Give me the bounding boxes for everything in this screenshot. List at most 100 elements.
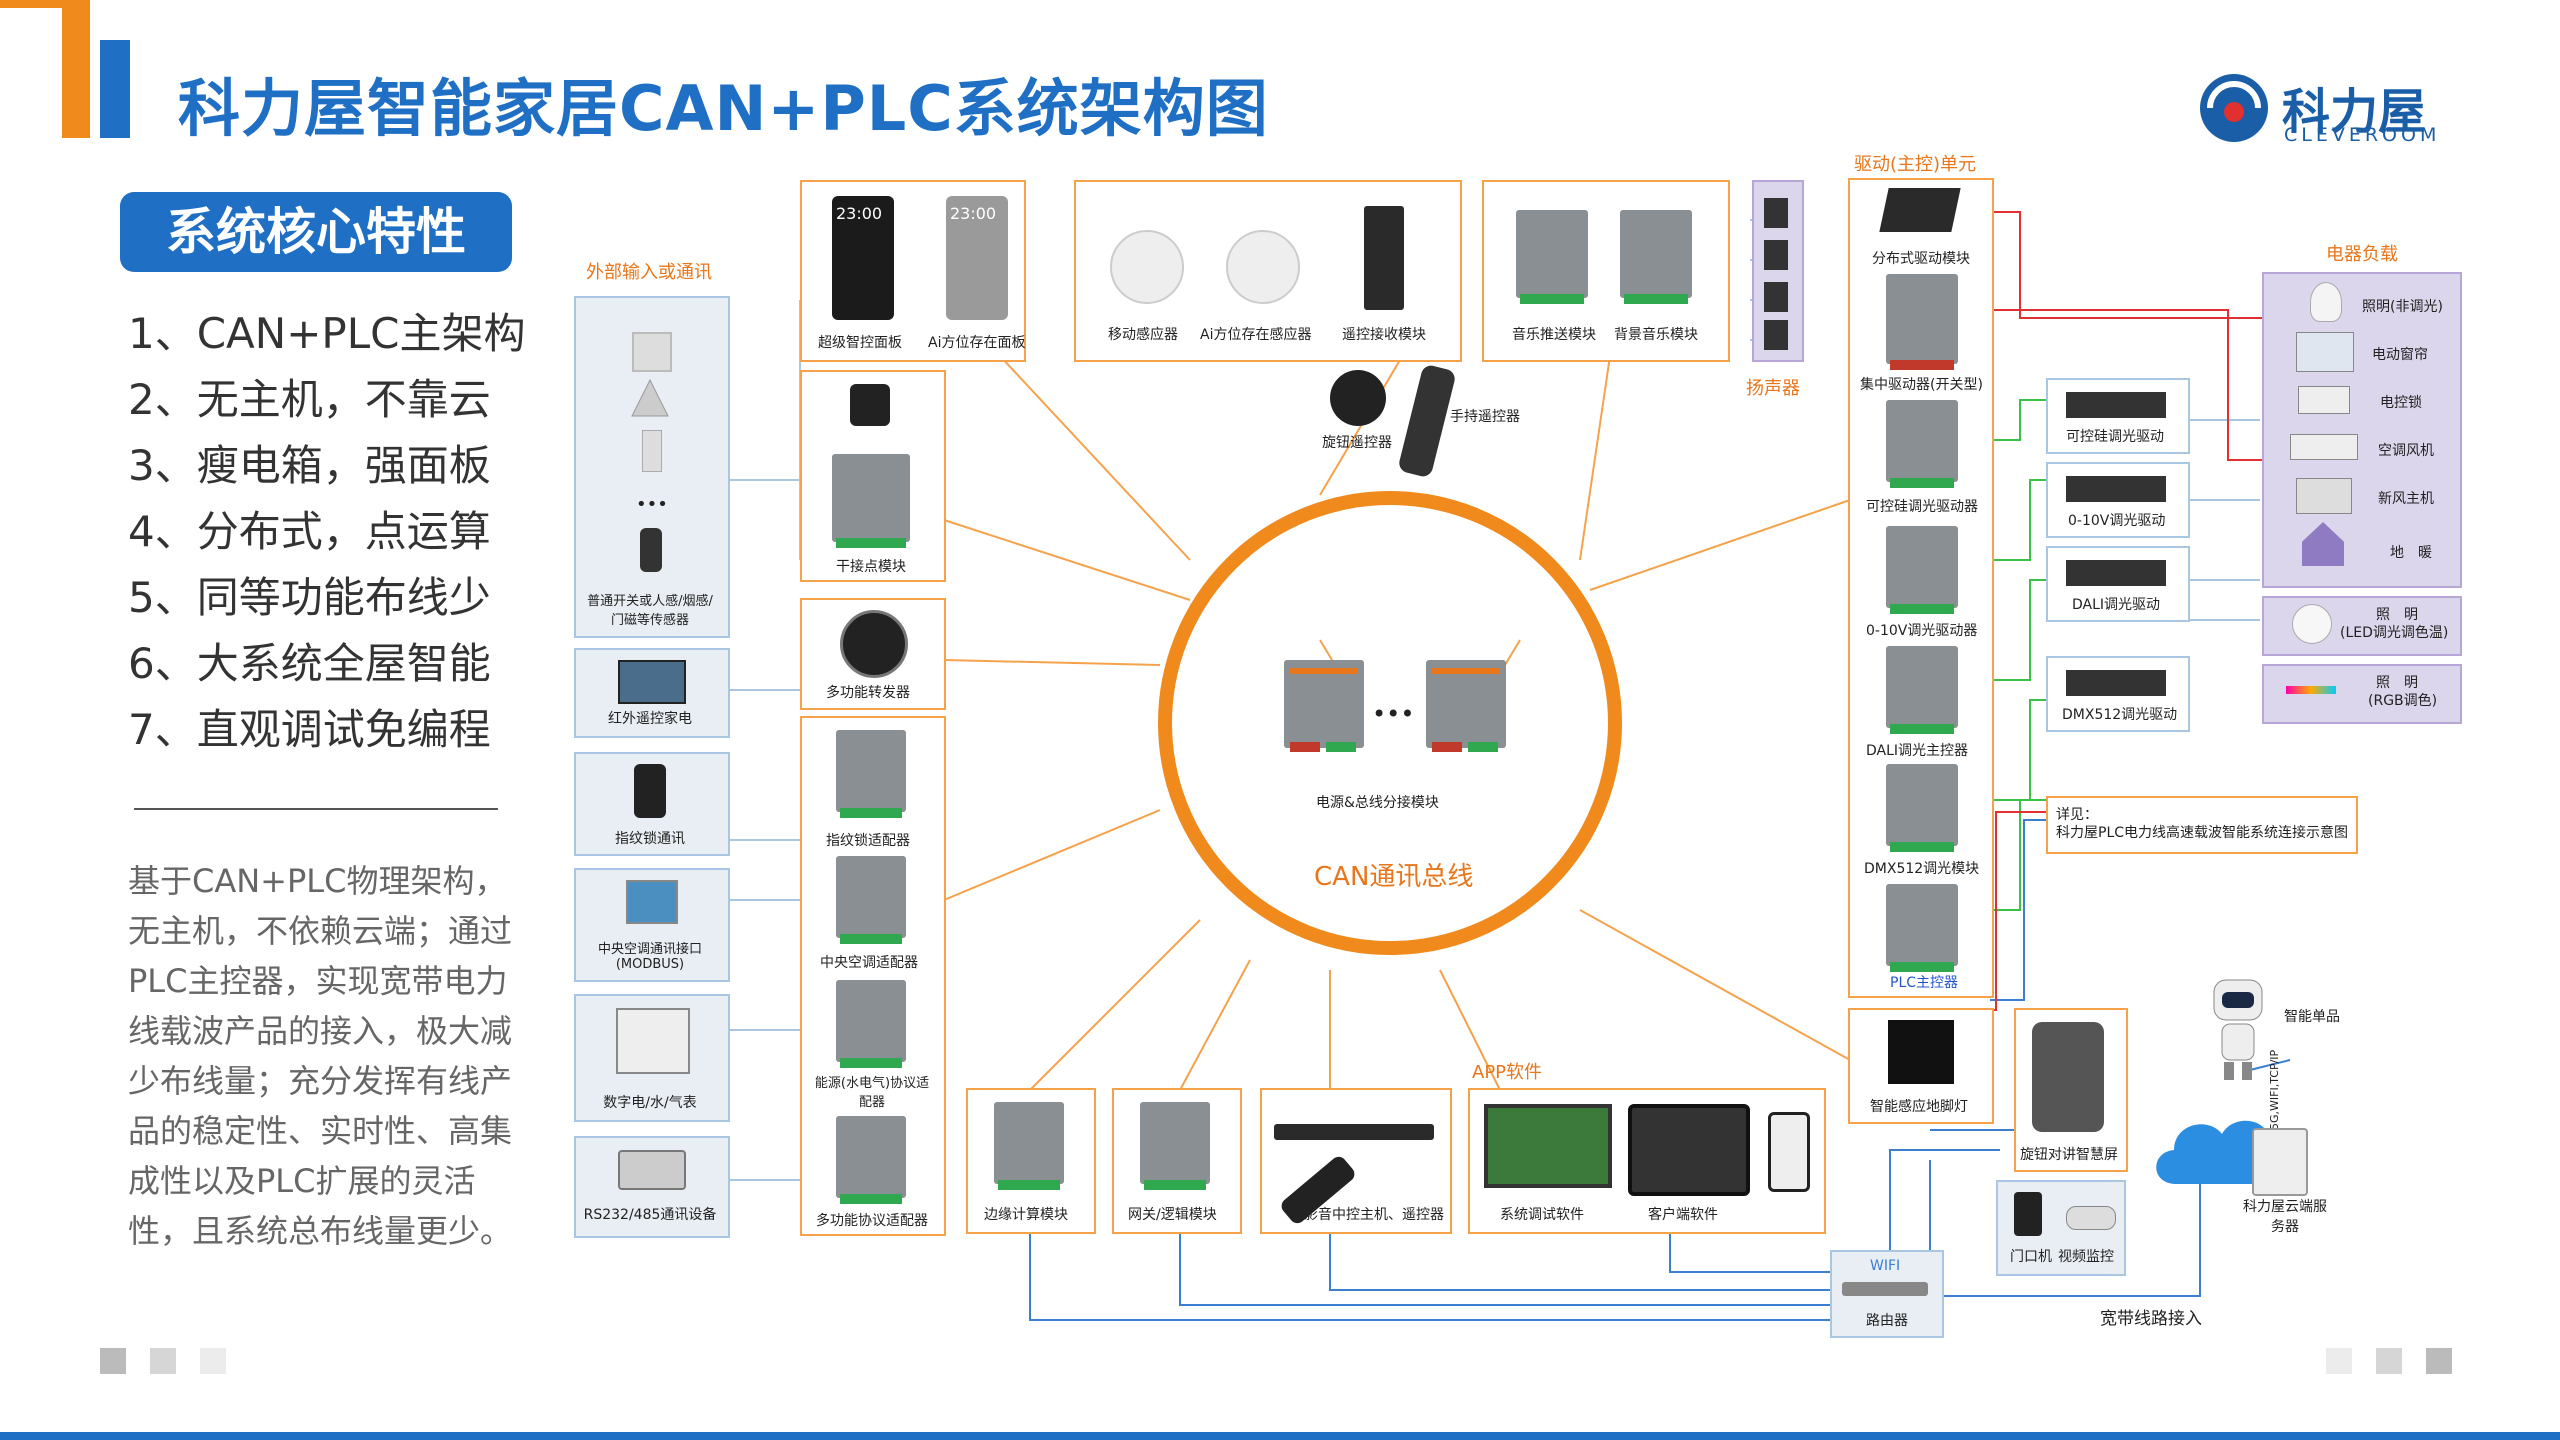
load-label-5: 新风主机 (2378, 491, 2434, 507)
drive-label-6: DMX512调光模块 (1864, 861, 1980, 877)
speaker-icon-1 (1764, 198, 1788, 228)
bulb-icon (2310, 282, 2342, 322)
pir-sensor-icon (631, 378, 669, 417)
sensor-label-2: Ai方位存在感应器 (1200, 327, 1312, 343)
speaker-icon-2 (1764, 240, 1788, 270)
rgb-strip-icon (2286, 686, 2336, 694)
drive-label-5: DALI调光主控器 (1866, 743, 1969, 759)
dimmer-label-4: DMX512调光驱动 (2062, 707, 2178, 723)
load-label-4: 空调风机 (2378, 443, 2434, 459)
bg-music-module (1620, 210, 1692, 298)
tv-icon (618, 660, 686, 704)
cloud-label: 科力屋云端服务器 (2243, 1199, 2327, 1235)
dimmer-label-3: DALI调光驱动 (2072, 597, 2161, 613)
external-title: 外部输入或通讯 (586, 262, 712, 283)
scr-drive-module (1886, 400, 1958, 482)
dry-contact-small-icon (850, 384, 890, 426)
foot-light-icon (1888, 1020, 1954, 1084)
adapter-label-2: 中央空调适配器 (820, 955, 918, 971)
bottom-module-1: 边缘计算模块 (984, 1207, 1068, 1223)
bus-module-left (1284, 660, 1364, 748)
divider (134, 808, 498, 810)
note-line2: 科力屋PLC电力线高速载波智能系统连接示意图 (2056, 825, 2349, 841)
gateway-module (1140, 1102, 1210, 1184)
motion-sensor-icon (1110, 230, 1184, 304)
server-icon (2252, 1128, 2308, 1196)
door-label-2: 视频监控 (2058, 1249, 2114, 1265)
footer-square-1 (100, 1348, 126, 1374)
can-bus-label: CAN通讯总线 (1314, 862, 1474, 892)
bottom-module-3: 影音中控主机、遥控器 (1304, 1207, 1444, 1223)
adapter-module-2 (836, 856, 906, 938)
logo-en: CLEVEROOM (2284, 124, 2441, 146)
features-title: 系统核心特性 (120, 192, 512, 272)
ai-panel-icon (946, 196, 1008, 320)
sensor-ellipsis: ••• (636, 494, 668, 515)
dim-0-10v-driver-icon (2066, 476, 2166, 502)
adapter-module-3 (836, 980, 906, 1062)
drive-title: 驱动(主控)单元 (1854, 154, 1977, 175)
bus-module-right (1426, 660, 1506, 748)
drive-label-3: 可控硅调光驱动器 (1866, 499, 1978, 515)
central-drive-module (1886, 274, 1958, 364)
smoke-sensor-icon (640, 528, 662, 572)
robot-icon (2213, 979, 2263, 1080)
dry-contact-label: 干接点模块 (836, 559, 906, 575)
hvac-box (574, 868, 730, 982)
sensor-label-3: 遥控接收模块 (1342, 327, 1426, 343)
av-host-icon (1274, 1124, 1434, 1140)
load-label-2: 电动窗帘 (2372, 347, 2428, 363)
page-title: 科力屋智能家居CAN+PLC系统架构图 (178, 72, 1269, 145)
fresh-air-icon (2296, 478, 2352, 514)
led-panel-icon (2292, 604, 2332, 644)
light2-line1: 照 明 (2376, 675, 2418, 691)
scr-driver-icon (2066, 392, 2166, 418)
adapter-label-4: 多功能协议适配器 (816, 1213, 928, 1229)
footer-square-3 (200, 1348, 226, 1374)
foot-light-label: 智能感应地脚灯 (1870, 1099, 1968, 1115)
app-title: APP软件 (1472, 1062, 1543, 1083)
description: 基于CAN+PLC物理架构，无主机，不依赖云端；通过PLC主控器，实现宽带电力线… (128, 862, 513, 1250)
ac-fan-icon (2290, 434, 2358, 460)
external-sensors-label: 普通开关或人感/烟感/门磁等传感器 (587, 594, 713, 628)
music-label-1: 音乐推送模块 (1512, 327, 1596, 343)
dim-0-10v-module (1886, 526, 1958, 608)
speaker-label: 扬声器 (1746, 378, 1800, 399)
dry-contact-module (832, 454, 910, 542)
curtain-icon (2296, 332, 2354, 372)
sensor-label-1: 移动感应器 (1108, 327, 1178, 343)
footer-square-4 (2326, 1348, 2352, 1374)
loads-box (2262, 272, 2462, 588)
drive-label-1: 分布式驱动模块 (1872, 251, 1970, 267)
super-panel-icon (832, 196, 894, 320)
adapter-module-1 (836, 730, 906, 812)
header-bar-orange-top (0, 0, 90, 8)
adapter-module-4 (836, 1116, 906, 1198)
rgb-light-box (2262, 664, 2462, 724)
knob-remote-icon (1330, 370, 1386, 426)
drive-label-7: PLC主控器 (1890, 975, 1959, 991)
drive-label-2: 集中驱动器(开关型) (1860, 377, 1983, 393)
fingerprint-lock-icon (634, 764, 666, 818)
distributed-drive-icon (1879, 188, 1961, 232)
feature-item-5: 5、同等功能布线少 (128, 573, 491, 622)
router-label: 路由器 (1866, 1313, 1908, 1329)
light1-line1: 照 明 (2376, 607, 2418, 623)
switch-icon (632, 332, 672, 372)
logo-cn: 科力屋 (2282, 84, 2427, 140)
converter-icon (840, 610, 908, 678)
bottom-module-2: 网关/逻辑模块 (1128, 1207, 1217, 1223)
tablet-icon (1628, 1104, 1750, 1196)
left-item-3: 中央空调通讯接口(MODBUS) (597, 942, 702, 972)
left-item-5: RS232/485通讯设备 (583, 1207, 717, 1223)
footer-square-5 (2376, 1348, 2402, 1374)
speaker-icon-4 (1764, 320, 1788, 350)
app-label-2: 客户端软件 (1648, 1207, 1718, 1223)
dimmer-label-1: 可控硅调光驱动 (2066, 429, 2164, 445)
remote-label-2: 手持遥控器 (1450, 409, 1520, 425)
ir-receiver-icon (1364, 206, 1404, 310)
app-label-1: 系统调试软件 (1500, 1207, 1584, 1223)
dmx512-driver-icon (2066, 670, 2166, 696)
meter-icon (616, 1008, 690, 1074)
note-line1: 详见： (2056, 807, 2098, 823)
